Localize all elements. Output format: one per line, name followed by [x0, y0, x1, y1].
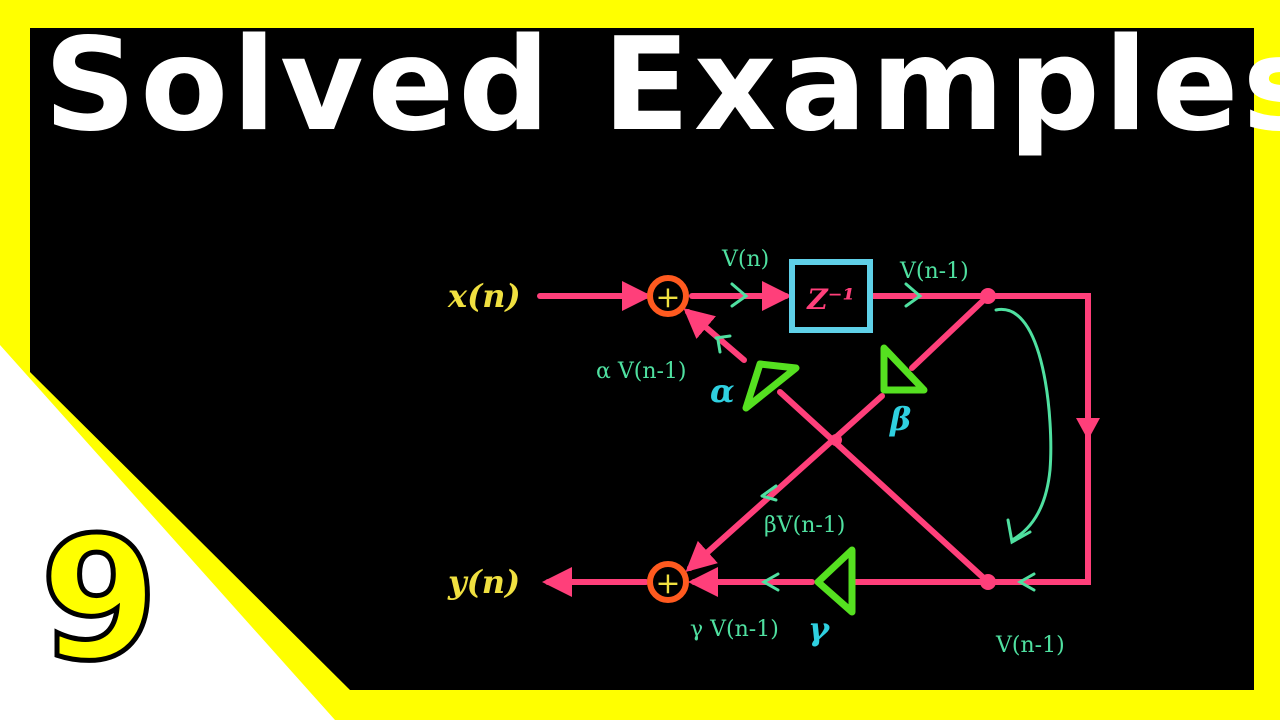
bottom-adder-symbol: +: [655, 566, 680, 601]
alpha-gain-triangle: [742, 360, 800, 412]
page-title: Solved Examples - I: [44, 11, 1280, 160]
input-label: x(n): [447, 277, 521, 315]
flow-mark-3: [714, 334, 732, 354]
beta-v-annotation: βV(n-1): [764, 513, 845, 538]
alpha-label: α: [710, 372, 735, 410]
flow-mark-6: [1016, 572, 1036, 592]
beta-gain-triangle: [880, 344, 928, 394]
delay-box: [789, 259, 873, 333]
flow-mark-1: [730, 282, 749, 308]
beta-to-lower-adder-wire: [685, 393, 885, 573]
flow-mark-4: [760, 484, 778, 502]
top-adder-symbol: +: [655, 280, 680, 315]
gamma-v-annotation: γ V(n-1): [690, 617, 779, 642]
v-n-minus-1-bottom-annotation: V(n-1): [995, 633, 1065, 658]
cross-junction-dot: [830, 434, 842, 446]
bottom-adder: +: [647, 561, 689, 603]
output-label: y(n): [447, 563, 520, 601]
downward-arrowhead: [1076, 418, 1100, 440]
flow-mark-2: [904, 282, 923, 308]
beta-label: β: [889, 400, 911, 438]
gamma-gain-triangle: [814, 546, 856, 616]
curved-flow-arrowhead: [1006, 518, 1032, 545]
cross-wire-to-alpha: [777, 389, 991, 585]
delay-label: Z⁻¹: [806, 283, 854, 316]
alpha-v-annotation: α V(n-1): [596, 359, 687, 384]
right-loop-wire: [985, 293, 1091, 585]
curved-flow-arrow: [994, 308, 1053, 542]
v-n-minus-1-top-annotation: V(n-1): [899, 259, 969, 284]
flow-mark-5: [760, 572, 780, 592]
bottom-junction-dot: [980, 574, 996, 590]
black-panel-shape: [30, 28, 1254, 690]
top-adder: +: [647, 275, 689, 317]
gamma-label: γ: [808, 610, 831, 648]
alpha-to-adder-wire: [683, 308, 747, 363]
v-n-annotation: V(n): [721, 247, 769, 272]
white-corner: [0, 345, 335, 720]
cross-wire-beta: [909, 293, 991, 371]
top-junction-dot: [980, 288, 996, 304]
